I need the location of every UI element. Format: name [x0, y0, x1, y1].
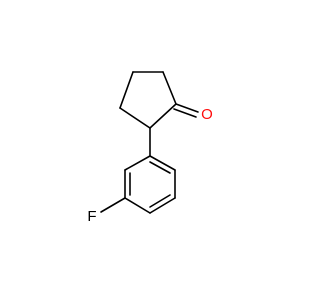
bond-c1-c5	[119, 71, 134, 109]
bond-c5-c4	[119, 107, 151, 129]
carbonyl-bond-line-2	[173, 108, 197, 118]
fluorophenyl-ring	[124, 155, 176, 214]
oxygen-atom-label: O	[201, 106, 213, 123]
fluorine-atom-label: F	[87, 208, 96, 225]
bond-c-f	[100, 197, 126, 213]
bond-c2-c3	[162, 71, 177, 105]
phenyl-bond-1	[149, 155, 176, 171]
bond-c4-c3	[149, 103, 177, 129]
phenyl-bond-4	[124, 197, 151, 214]
phenyl-inner-double-1	[149, 161, 171, 174]
phenyl-bond-6	[124, 155, 151, 171]
cyclopentanone-ring	[119, 71, 177, 129]
molecule-structure-diagram: O F	[87, 71, 213, 225]
carbonyl-bond-line-1	[175, 103, 199, 113]
phenyl-bond-3	[149, 197, 176, 214]
phenyl-inner-double-2	[149, 194, 171, 208]
carbonyl-double-bond	[173, 103, 199, 118]
